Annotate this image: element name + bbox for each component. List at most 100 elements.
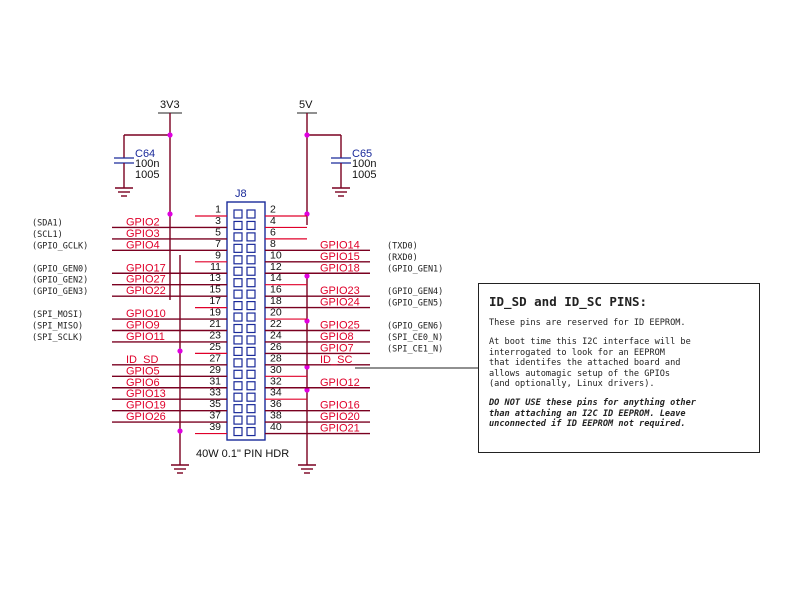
pin-number-22: 22 — [270, 318, 282, 330]
pin-number-26: 26 — [270, 341, 282, 353]
net-label-gpio14: GPIO14 — [320, 239, 360, 251]
pin-number-23: 23 — [209, 329, 221, 341]
pin-pad-34 — [246, 392, 256, 402]
pin-number-16: 16 — [270, 284, 282, 296]
pin-number-4: 4 — [270, 215, 276, 227]
alt-function-label: (SDA1) — [32, 218, 63, 228]
net-label-gpio22: GPIO22 — [126, 285, 166, 297]
pin-pad-15 — [233, 289, 243, 299]
header-ref: J8 — [235, 188, 247, 200]
net-label-gpio26: GPIO26 — [126, 411, 166, 423]
note-reserved-text: These pins are reserved for ID EEPROM. — [489, 318, 686, 328]
alt-function-label: (SPI_CE1_N) — [387, 344, 443, 354]
pin-pad-5 — [233, 232, 243, 242]
alt-function-label: (SPI_MOSI) — [32, 310, 83, 320]
pin-number-24: 24 — [270, 329, 282, 341]
net-label-gpio11: GPIO11 — [126, 331, 165, 343]
net-label-gpio7: GPIO7 — [320, 342, 354, 354]
pin-number-15: 15 — [209, 284, 221, 296]
alt-function-label: (TXD0) — [387, 241, 418, 251]
alt-function-label: (GPIO_GEN1) — [387, 264, 443, 274]
junction-dots — [167, 132, 310, 434]
pin-pad-25 — [233, 346, 243, 356]
alt-function-label: (SPI_CE0_N) — [387, 333, 443, 343]
alt-function-label: (SPI_SCLK) — [32, 333, 83, 343]
power-label-3v3: 3V3 — [160, 99, 180, 111]
alt-function-label: (SPI_MISO) — [32, 322, 83, 332]
net-label-gpio15: GPIO15 — [320, 251, 360, 263]
net-label-gpio23: GPIO23 — [320, 285, 360, 297]
net-label-gpio8: GPIO8 — [320, 331, 354, 343]
net-label-gpio19: GPIO19 — [126, 400, 166, 412]
pin-pad-6 — [246, 232, 256, 242]
pin-number-9: 9 — [215, 249, 221, 261]
pin-number-7: 7 — [215, 238, 221, 250]
net-label-gpio3: GPIO3 — [126, 228, 160, 240]
pin-pad-21 — [233, 323, 243, 334]
pin-number-36: 36 — [270, 398, 282, 410]
pin-pad-8 — [246, 243, 256, 253]
pin-number-40: 40 — [270, 421, 282, 433]
pin-number-28: 28 — [270, 352, 282, 364]
pin-pad-24 — [246, 335, 256, 345]
pin-number-21: 21 — [209, 318, 221, 330]
pin-pad-20 — [246, 312, 256, 322]
cap-c64-ref: C64 — [135, 148, 155, 160]
alt-function-label: (GPIO_GEN3) — [32, 287, 88, 297]
pin-number-3: 3 — [215, 215, 221, 227]
pin-pad-40 — [246, 426, 256, 437]
alt-function-label: (GPIO_GEN0) — [32, 264, 88, 274]
pin-number-14: 14 — [270, 272, 282, 284]
pin-number-19: 19 — [209, 307, 221, 319]
header-pins: 13GPIO2(SDA1)5GPIO3(SCL1)7GPIO4(GPIO_GCL… — [32, 204, 443, 437]
pin-pad-13 — [233, 278, 243, 288]
net-label-gpio16: GPIO16 — [320, 400, 360, 412]
pin-number-37: 37 — [209, 410, 221, 422]
pin-number-33: 33 — [209, 387, 221, 399]
net-label-gpio10: GPIO10 — [126, 308, 166, 320]
alt-function-label: (GPIO_GEN6) — [387, 322, 443, 332]
net-label-gpio25: GPIO25 — [320, 320, 360, 332]
pin-number-25: 25 — [209, 341, 221, 353]
pin-pad-3 — [233, 220, 243, 231]
net-label-gpio27: GPIO27 — [126, 274, 166, 286]
pin-pad-22 — [246, 323, 256, 334]
pin-pad-19 — [233, 312, 243, 322]
pin-number-35: 35 — [209, 398, 221, 410]
alt-function-label: (GPIO_GEN5) — [387, 299, 443, 309]
alt-function-label: (RXD0) — [387, 253, 418, 263]
pin-pad-33 — [233, 392, 243, 402]
net-label-gpio24: GPIO24 — [320, 297, 360, 309]
pin-pad-9 — [233, 255, 243, 265]
cap-c65-ref: C65 — [352, 148, 372, 160]
net-label-gpio4: GPIO4 — [126, 239, 160, 251]
pin-pad-12 — [246, 266, 256, 276]
pin-pad-28 — [246, 358, 256, 368]
net-label-gpio9: GPIO9 — [126, 320, 160, 332]
net-label-gpio20: GPIO20 — [320, 411, 360, 423]
pin-pad-35 — [233, 404, 243, 414]
net-label-gpio21: GPIO21 — [320, 423, 360, 435]
pin-number-29: 29 — [209, 364, 221, 376]
pin-pad-10 — [246, 255, 256, 265]
pin-pad-4 — [246, 220, 256, 231]
pin-pad-11 — [233, 266, 243, 276]
pin-pad-26 — [246, 346, 256, 356]
pin-number-18: 18 — [270, 295, 282, 307]
pin-number-12: 12 — [270, 261, 282, 273]
pin-pad-27 — [233, 358, 243, 368]
pin-pad-37 — [233, 415, 243, 425]
header-caption: 40W 0.1" PIN HDR — [196, 448, 289, 460]
net-label-gpio6: GPIO6 — [126, 377, 160, 389]
cap-c65-pkg: 1005 — [352, 169, 376, 181]
net-label-id-sd: ID_SD — [126, 354, 158, 366]
pin-number-38: 38 — [270, 410, 282, 422]
alt-function-label: (GPIO_GEN4) — [387, 287, 443, 297]
pin-pad-36 — [246, 404, 256, 414]
pin-pad-16 — [246, 289, 256, 299]
pin-pad-14 — [246, 278, 256, 288]
header-body — [226, 201, 266, 441]
pin-pad-1 — [233, 209, 243, 219]
net-label-gpio2: GPIO2 — [126, 216, 160, 228]
cap-c64-value: 100n — [135, 158, 159, 170]
